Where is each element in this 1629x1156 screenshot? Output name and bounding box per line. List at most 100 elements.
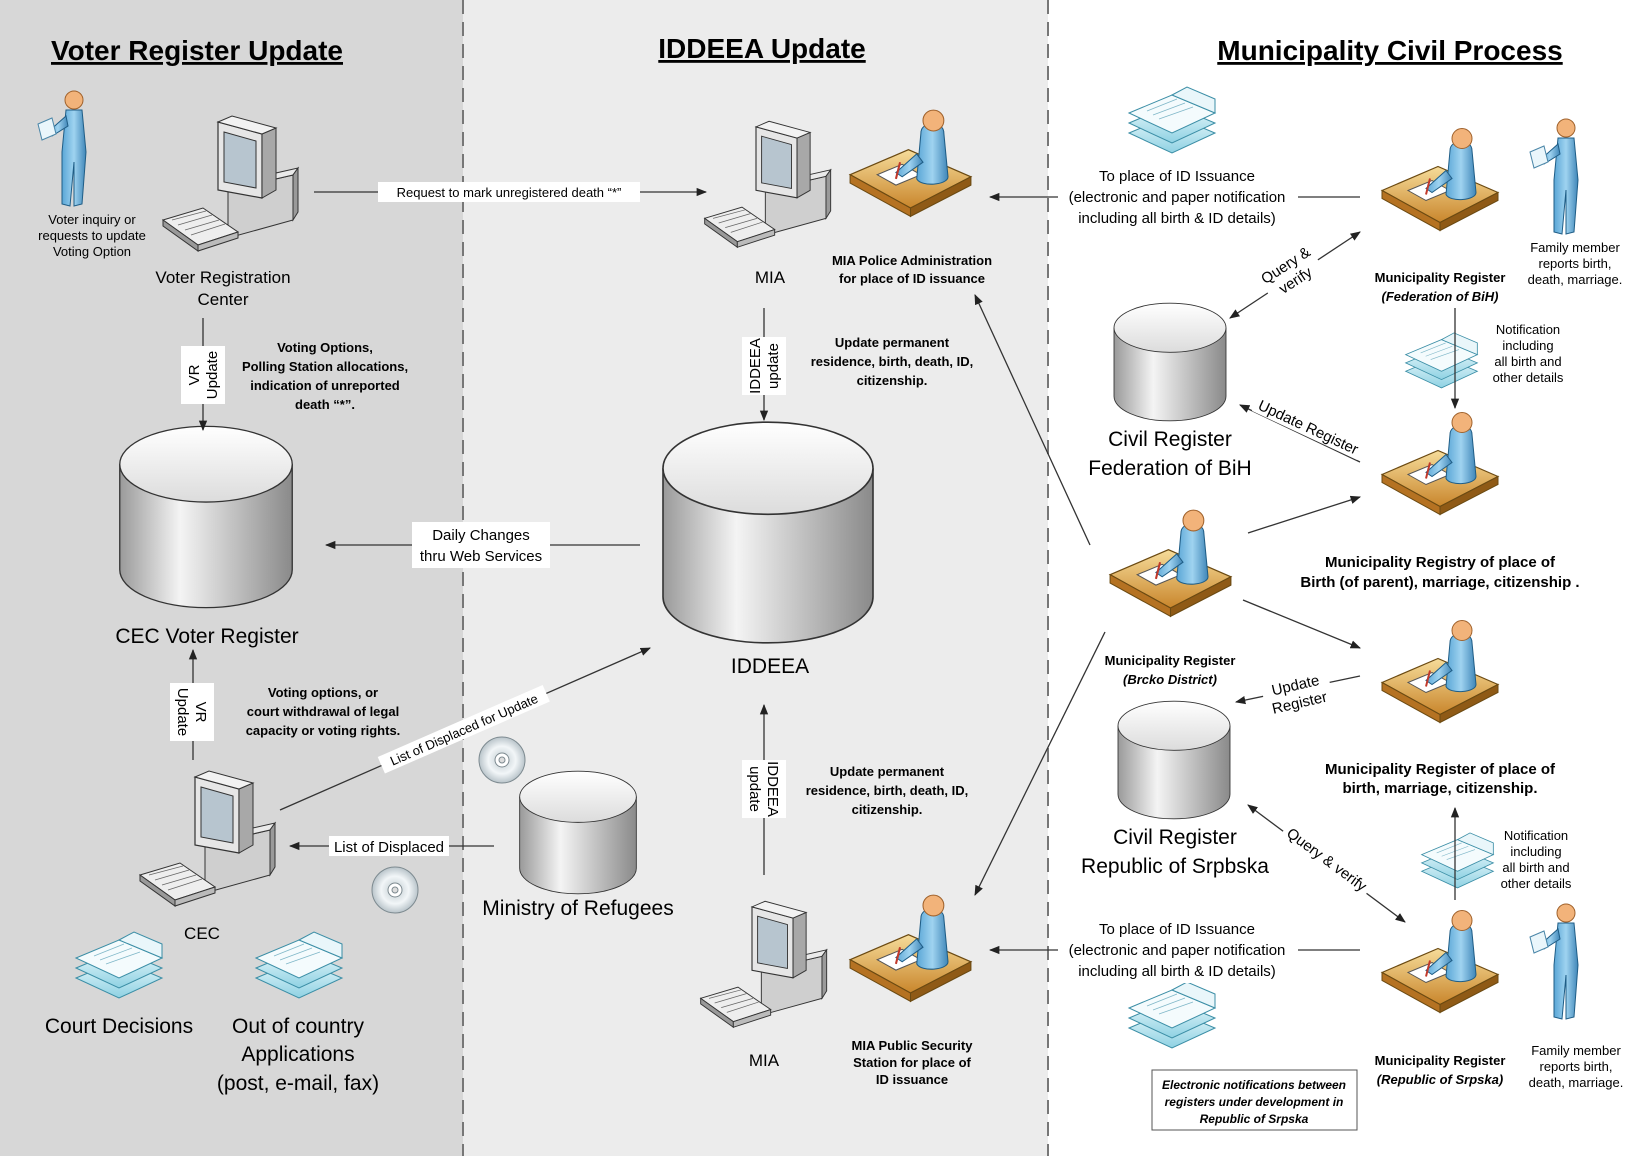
municipality-rs-label: Municipality Register (Republic of Srpsk… <box>1375 1053 1506 1087</box>
out-of-country-label: Out of country Applications (post, e-mai… <box>217 1015 379 1095</box>
svg-text:Civil Register: Civil Register <box>1108 428 1232 451</box>
svg-text:(Brcko District): (Brcko District) <box>1123 672 1217 687</box>
electronic-notifications-note-box <box>1151 1069 1358 1131</box>
cd-disc-icon <box>478 736 526 784</box>
svg-text:IDDEEA: IDDEEA <box>764 761 781 817</box>
svg-text:Voter Registration: Voter Registration <box>155 268 290 287</box>
to-place-top-box <box>1058 164 1298 230</box>
svg-text:registers under development in: registers under development in <box>1165 1095 1344 1109</box>
vr-update-top-box <box>181 346 225 404</box>
svg-text:including all birth & ID detai: including all birth & ID details) <box>1078 210 1276 227</box>
svg-text:for place of ID issuance: for place of ID issuance <box>839 271 985 286</box>
to-place-bottom-box <box>1058 917 1298 983</box>
svg-text:update: update <box>765 343 782 389</box>
svg-text:Station for place of: Station for place of <box>853 1055 971 1070</box>
svg-text:death, marriage.: death, marriage. <box>1528 272 1623 287</box>
svg-text:(electronic and paper notifica: (electronic and paper notification <box>1069 942 1286 959</box>
iddeea-update-bottom-box <box>742 760 786 818</box>
ministry-refugees-database-icon <box>519 770 637 895</box>
court-decisions-label: Court Decisions <box>45 1015 193 1038</box>
list-displaced-box <box>329 836 449 856</box>
svg-text:Notification: Notification <box>1504 828 1568 843</box>
svg-text:Federation of BiH: Federation of BiH <box>1088 457 1251 480</box>
svg-text:Voter inquiry or: Voter inquiry or <box>48 212 136 227</box>
notification-documents-top-icon <box>1128 86 1216 154</box>
to-place-bottom-label: To place of ID Issuance (electronic and … <box>1069 921 1286 980</box>
notification-top-label: Notification including all birth and oth… <box>1493 322 1564 385</box>
svg-text:(Republic of Srpska): (Republic of Srpska) <box>1377 1072 1503 1087</box>
municipality-brcko-clerk-icon <box>1109 509 1232 618</box>
civil-register-rs-database-icon <box>1117 700 1231 820</box>
svg-text:court withdrawal of legal: court withdrawal of legal <box>247 704 399 719</box>
query-verify-top-label: Query & verify <box>1255 240 1327 306</box>
svg-text:Municipality Register: Municipality Register <box>1375 1053 1506 1068</box>
svg-text:Update: Update <box>204 351 221 399</box>
svg-text:MIA Public Security: MIA Public Security <box>852 1038 974 1053</box>
svg-text:Civil Register: Civil Register <box>1113 826 1237 849</box>
request-mark-death-label: Request to mark unregistered death “*” <box>397 185 622 200</box>
svg-text:all birth and: all birth and <box>1494 354 1561 369</box>
family-member-bottom-label: Family member reports birth, death, marr… <box>1529 1043 1624 1090</box>
svg-text:update: update <box>746 766 763 812</box>
svg-text:Notification: Notification <box>1496 322 1560 337</box>
list-displaced-label: List of Displaced <box>334 839 444 856</box>
svg-text:thru Web Services: thru Web Services <box>420 548 542 565</box>
svg-text:Family member: Family member <box>1531 1043 1621 1058</box>
family-member-top-label: Family member reports birth, death, marr… <box>1528 240 1623 287</box>
svg-text:birth, marriage, citizenship.: birth, marriage, citizenship. <box>1342 780 1537 797</box>
svg-text:reports birth,: reports birth, <box>1540 1059 1613 1074</box>
notification-documents-bottom-icon <box>1128 981 1216 1049</box>
svg-text:MIA Police Administration: MIA Police Administration <box>832 253 992 268</box>
svg-text:Update Register: Update Register <box>1255 397 1360 458</box>
svg-text:Applications: Applications <box>241 1043 354 1066</box>
civil-register-fbih-label: Civil Register Federation of BiH <box>1088 428 1251 480</box>
svg-text:all birth and: all birth and <box>1502 860 1569 875</box>
electronic-notifications-note: Electronic notifications between registe… <box>1162 1078 1346 1126</box>
vr-update-bottom-label: VR Update <box>174 688 209 736</box>
voter-inquiry-text: Voter inquiry or requests to update Voti… <box>38 212 146 259</box>
svg-text:death “*”.: death “*”. <box>295 397 355 412</box>
daily-changes-label: Daily Changes thru Web Services <box>420 527 542 565</box>
svg-text:VR: VR <box>192 702 209 723</box>
svg-text:Municipality Registry of place: Municipality Registry of place of <box>1325 554 1556 571</box>
request-label-box <box>378 182 640 202</box>
svg-text:Voting options, or: Voting options, or <box>268 685 378 700</box>
notification-documents-icon <box>1405 332 1478 389</box>
iddeea-update-top-box <box>742 337 786 395</box>
ministry-refugees-label: Ministry of Refugees <box>482 897 673 920</box>
svg-text:Birth (of parent), marriage, c: Birth (of parent), marriage, citizenship… <box>1300 574 1579 591</box>
svg-text:(post, e-mail, fax): (post, e-mail, fax) <box>217 1072 379 1095</box>
civil-register-rs-label: Civil Register Republic of Srpbska <box>1081 826 1269 878</box>
municipality-registry-clerk-icon <box>1380 411 1500 516</box>
svg-text:indication of unreported: indication of unreported <box>250 378 400 393</box>
svg-text:capacity or voting rights.: capacity or voting rights. <box>246 723 401 738</box>
cd-disc-icon <box>371 866 419 914</box>
svg-text:other details: other details <box>1501 876 1572 891</box>
public-security-label: MIA Public Security Station for place of… <box>852 1038 974 1087</box>
update-permanent-bottom-note: Update permanent residence, birth, death… <box>806 764 969 817</box>
query-verify-bottom-label: Query & verify <box>1279 820 1375 898</box>
vr-update-bottom-box <box>170 683 214 741</box>
svg-text:Family member: Family member <box>1530 240 1620 255</box>
municipality-register-clerk-icon <box>1380 619 1500 724</box>
svg-text:Voting Option: Voting Option <box>53 244 131 259</box>
svg-text:Voting Options,: Voting Options, <box>277 340 373 355</box>
svg-text:residence, birth, death, ID,: residence, birth, death, ID, <box>806 783 969 798</box>
svg-text:VR: VR <box>186 364 203 385</box>
svg-text:reports birth,: reports birth, <box>1539 256 1612 271</box>
svg-text:Daily Changes: Daily Changes <box>432 527 530 544</box>
municipality-rs-clerk-icon <box>1380 909 1500 1014</box>
svg-text:Electronic notifications betwe: Electronic notifications between <box>1162 1078 1346 1092</box>
daily-changes-box <box>412 522 550 568</box>
svg-text:including all birth & ID detai: including all birth & ID details) <box>1078 963 1276 980</box>
cec-label: CEC <box>184 924 220 943</box>
municipality-fbih-label: Municipality Register (Federation of BiH… <box>1375 270 1506 304</box>
svg-text:Center: Center <box>197 290 248 309</box>
svg-text:death, marriage.: death, marriage. <box>1529 1075 1624 1090</box>
update-register-top-label: Update Register <box>1251 393 1366 460</box>
civil-register-fbih-database-icon <box>1113 302 1227 422</box>
svg-text:residence, birth, death, ID,: residence, birth, death, ID, <box>811 354 974 369</box>
mia-bottom-label: MIA <box>749 1051 780 1070</box>
svg-text:To place of ID Issuance: To place of ID Issuance <box>1099 168 1255 185</box>
